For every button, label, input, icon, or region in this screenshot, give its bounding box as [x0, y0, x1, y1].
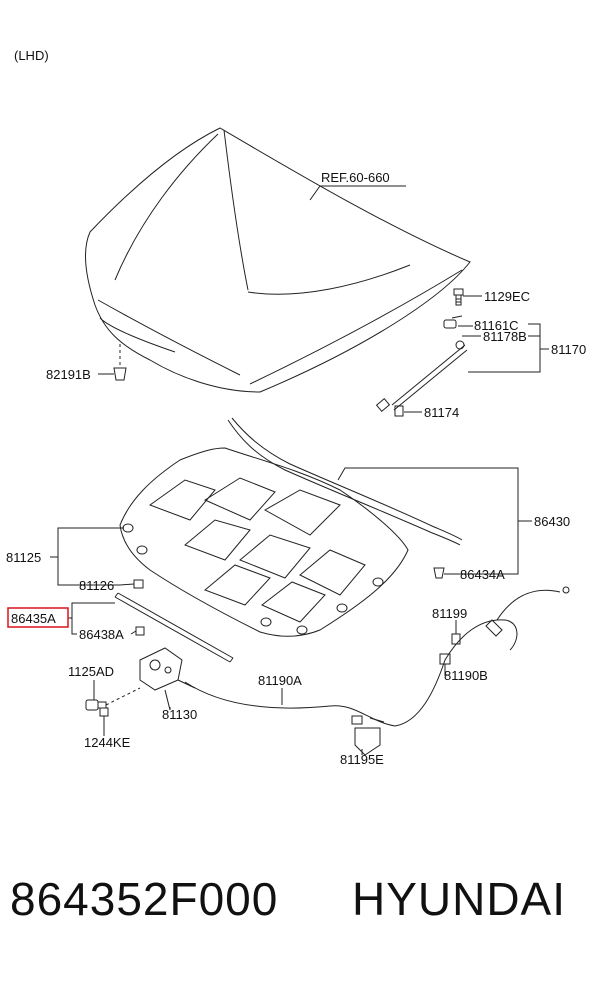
part-label-81190A: 81190A — [258, 673, 302, 688]
part-label-86430: 86430 — [534, 514, 570, 529]
leader-lines — [50, 185, 549, 755]
hood-latch-81130 — [139, 647, 196, 711]
part-number: 864352F000 — [10, 873, 279, 925]
hood-weatherstrip — [227, 417, 463, 546]
part-label-81130: 81130 — [162, 707, 197, 722]
part-label-81199: 81199 — [432, 606, 467, 621]
release-handle-81195E — [351, 715, 385, 756]
bolt-1244KE-icon — [99, 707, 109, 728]
drive-side-label: (LHD) — [14, 48, 49, 63]
highlight-box — [7, 607, 69, 628]
part-label-81161C: 81161C — [474, 318, 519, 333]
clip-81126-icon — [133, 579, 144, 589]
release-cable — [184, 586, 570, 727]
part-label-1129EC: 1129EC — [484, 289, 530, 304]
part-label-1125AD: 1125AD — [68, 664, 114, 679]
parts-diagram: (LHD) REF.60-660 1129EC 81161C 81178B 81… — [6, 48, 586, 767]
part-label-81126: 81126 — [79, 578, 114, 593]
part-label-81125: 81125 — [6, 550, 41, 565]
hood-insulator-pad — [119, 447, 409, 637]
part-label-81195E: 81195E — [340, 752, 384, 767]
part-label-81190B: 81190B — [444, 668, 488, 683]
hood-support-strut — [375, 315, 468, 417]
part-label-86434A: 86434A — [460, 567, 505, 582]
bumper-82191B-icon — [113, 344, 127, 381]
clip-86438A-icon — [135, 626, 145, 636]
part-label-81170: 81170 — [551, 342, 586, 357]
clip-86434A-icon — [433, 567, 445, 579]
part-label-81178B: 81178B — [483, 329, 527, 344]
seal-strip-86435A — [114, 592, 234, 663]
brand-name: HYUNDAI — [352, 873, 567, 925]
part-label-86435A[interactable]: 86435A — [11, 611, 56, 626]
part-label-86438A: 86438A — [79, 627, 124, 642]
part-label-82191B: 82191B — [46, 367, 91, 382]
hood-panel — [85, 127, 471, 393]
ref-label: REF.60-660 — [321, 170, 390, 185]
part-label-1244KE: 1244KE — [84, 735, 131, 750]
part-label-81174: 81174 — [424, 405, 459, 420]
bolt-1129EC-icon — [453, 288, 464, 306]
